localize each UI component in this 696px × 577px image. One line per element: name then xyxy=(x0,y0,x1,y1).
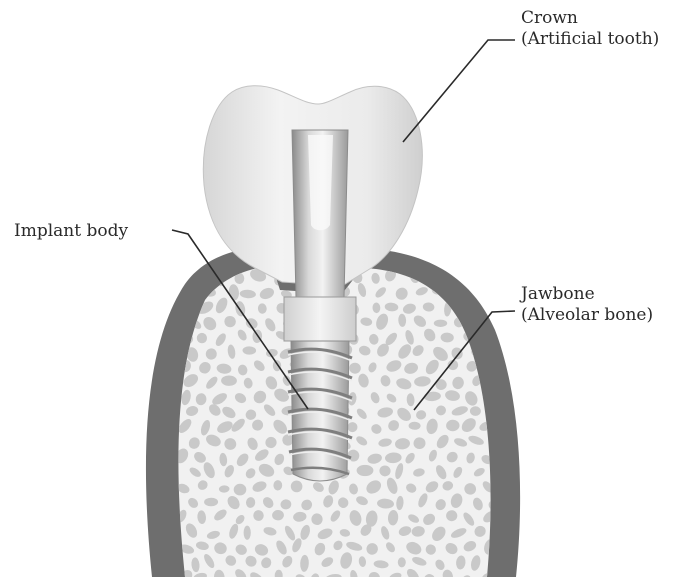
implant-body-label: Implant body xyxy=(14,221,128,242)
trabecula-cell xyxy=(464,270,481,289)
trabecula-cell xyxy=(481,268,496,283)
jawbone-label: Jawbone (Alveolar bone) xyxy=(521,284,653,326)
crown-label: Crown (Artificial tooth) xyxy=(521,8,659,50)
jawbone-label-line2: (Alveolar bone) xyxy=(521,305,653,326)
jawbone-label-line1: Jawbone xyxy=(521,284,653,305)
abutment-highlight xyxy=(308,135,333,230)
implant-body-label-text: Implant body xyxy=(14,221,128,242)
trabecula-cell xyxy=(489,289,505,300)
trabecula-cell xyxy=(434,320,447,327)
crown-label-line2: (Artificial tooth) xyxy=(521,29,659,50)
trabecula-cell xyxy=(244,526,251,540)
trabecula-cell xyxy=(234,484,247,496)
trabecula-cell xyxy=(398,557,406,567)
implant-collar xyxy=(284,297,356,341)
trabecula-cell xyxy=(494,315,504,326)
crown-label-line1: Crown xyxy=(521,8,659,29)
crown-leader-line xyxy=(403,40,515,142)
trabecula-cell xyxy=(357,465,374,476)
implant-threads xyxy=(288,341,352,481)
